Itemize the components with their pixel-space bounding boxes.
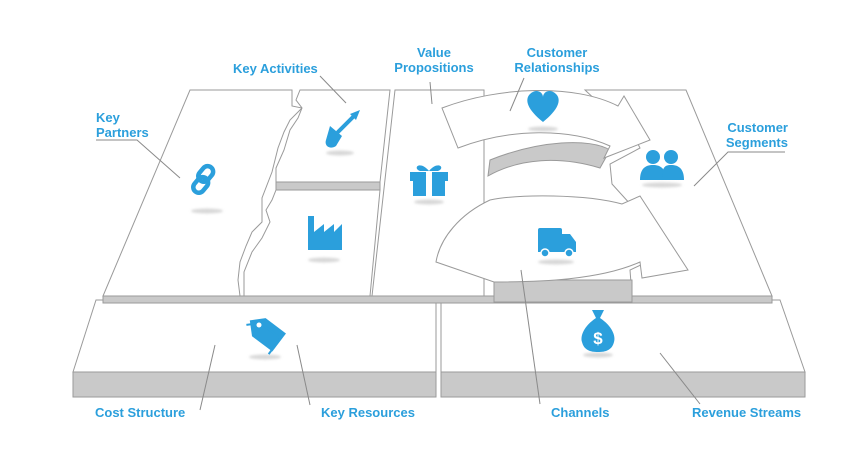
delivery-truck-icon (538, 228, 576, 265)
customer-relationships-label: Customer Relationships (514, 45, 599, 75)
customer-segments-label-line-2: Segments (725, 135, 788, 150)
key-partners-label-line-2: Partners (96, 125, 149, 140)
customer-relationships-label-line-1: Customer (526, 45, 588, 60)
people-icon (640, 150, 684, 188)
money-bag-icon: $ (581, 310, 615, 358)
leader-lines (96, 75, 785, 411)
key-activities-label-text: Key Activities (233, 61, 318, 76)
customer-segments-label-line-1: Customer (727, 120, 788, 135)
price-tag-icon (246, 318, 286, 360)
revenue-streams-block (440, 299, 806, 398)
cost-structure-label-text: Cost Structure (95, 405, 186, 420)
value-propositions-label-line-2: Propositions (394, 60, 474, 75)
value-propositions-label: Value Propositions (394, 45, 473, 75)
cost-structure-label: Cost Structure (95, 405, 185, 420)
key-activities-label: Key Activities (233, 61, 318, 76)
chain-link-icon (191, 163, 223, 214)
revenue-streams-label: Revenue Streams (692, 405, 801, 420)
customer-relationships-block (441, 90, 651, 177)
customer-relationships-label-line-2: Relationships (514, 60, 600, 75)
value-propositions-label-line-1: Value (417, 45, 451, 60)
revenue-streams-label-text: Revenue Streams (692, 405, 802, 420)
cost-structure-block (72, 299, 437, 398)
key-resources-label-text: Key Resources (321, 405, 415, 420)
key-resources-label: Key Resources (321, 405, 415, 420)
heart-icon (527, 90, 559, 132)
svg-text:$: $ (593, 329, 603, 348)
channels-label: Channels (551, 405, 610, 420)
gift-icon (410, 165, 448, 205)
channels-label-text: Channels (551, 405, 610, 420)
customer-segments-label: Customer Segments (726, 120, 788, 150)
key-partners-label: Key Partners (96, 110, 149, 140)
key-partners-label-line-1: Key (96, 110, 120, 125)
shovel-icon (325, 110, 360, 156)
factory-icon (308, 216, 342, 263)
